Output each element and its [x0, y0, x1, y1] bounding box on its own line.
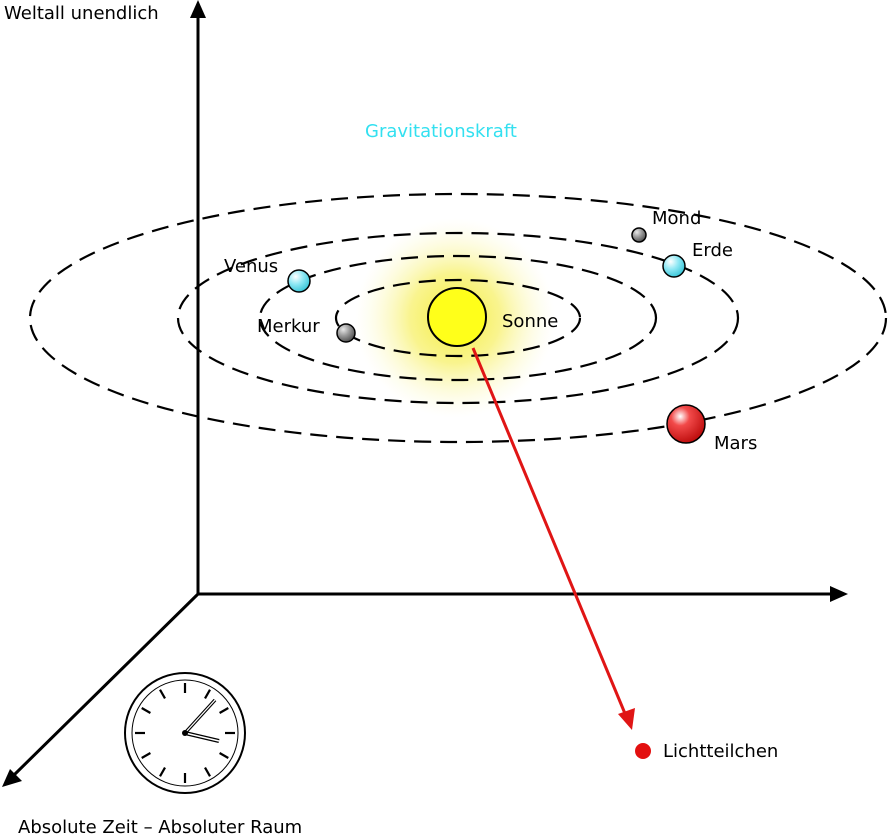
planet-earth [662, 254, 686, 278]
sun-label: Sonne [502, 311, 558, 332]
orbit-earth [176, 231, 740, 405]
orbits [28, 192, 888, 444]
orbit-mars [28, 192, 888, 444]
moon-label: Mond [652, 208, 701, 229]
clock-minute-hand [183, 698, 217, 735]
light-particle-label: Lichtteilchen [663, 741, 778, 762]
depth-axis-arrowhead [2, 769, 22, 787]
venus-label: Venus [224, 256, 278, 277]
light-ray [471, 347, 635, 730]
bottom-label: Absolute Zeit – Absoluter Raum [18, 817, 302, 838]
light-particle [635, 743, 651, 759]
orbit-mercury [334, 278, 582, 358]
axis-vertical-label: Weltall unendlich [4, 3, 159, 24]
clock-hour-hand [184, 731, 220, 743]
planet-mercury [336, 323, 356, 343]
planet-venus [287, 269, 311, 293]
light-ray-arrowhead [618, 708, 635, 730]
moon [631, 227, 647, 243]
force-label: Gravitationskraft [365, 121, 517, 142]
depth-axis [12, 592, 200, 777]
sun [427, 287, 487, 347]
mars-label: Mars [714, 433, 757, 454]
horizontal-axis-arrowhead [830, 586, 848, 602]
mercury-label: Merkur [257, 316, 320, 337]
earth-label: Erde [692, 240, 733, 261]
orbit-venus [258, 254, 658, 382]
vertical-axis-arrowhead [190, 0, 206, 18]
axes [2, 0, 848, 787]
planet-mars [666, 404, 706, 444]
clock-icon [124, 672, 246, 794]
